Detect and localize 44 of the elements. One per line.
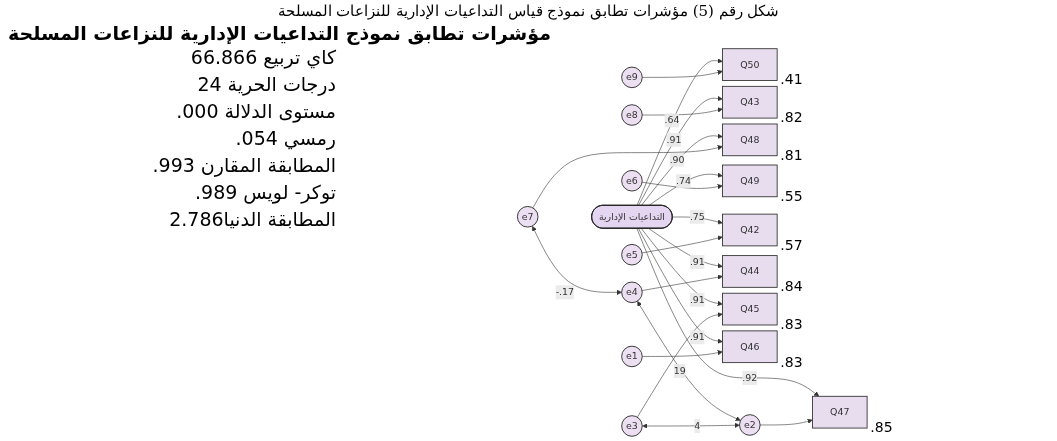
figure-title: شكل رقم (5) مؤشرات تطابق نموذج قياس التداعيات الإدارية للنزاعات المسلحة — [276, 1, 781, 22]
fit-index: كاي تربيع 66.866 — [189, 45, 336, 71]
coefficient-label: .83 — [779, 354, 804, 370]
node-circle: e8 — [621, 104, 643, 126]
fit-index: مستوى الدلالة 000. — [175, 99, 336, 125]
node-box: Q47 — [812, 395, 868, 429]
node-box: Q45 — [722, 292, 778, 326]
coefficient-label: .57 — [779, 237, 804, 253]
edge-label: .75 — [690, 210, 706, 223]
edge-label: .91 — [690, 331, 706, 343]
node-circle: e7 — [517, 206, 539, 228]
edge-label: .91 — [690, 256, 706, 268]
chart-heading: مؤشرات تطابق نموذج التداعيات الإدارية للنزاعات المسلحة — [8, 22, 551, 44]
edge-label: .91 — [666, 133, 682, 146]
node-box: Q49 — [722, 164, 778, 198]
node-circle: e1 — [621, 345, 643, 368]
edge-label: 4 — [694, 420, 701, 432]
node-circle: e3 — [621, 415, 643, 437]
fit-index: رمسي 054. — [234, 126, 336, 152]
node-circle: e5 — [621, 243, 643, 266]
edge-label: .92 — [742, 372, 758, 384]
node-circle: e6 — [621, 170, 643, 192]
fit-index: توكر- لويس 989. — [194, 180, 336, 206]
edge-label: -.17 — [555, 286, 575, 298]
edge-label: .64 — [664, 114, 680, 126]
node-box: Q42 — [722, 213, 778, 247]
node-circle: e9 — [621, 66, 643, 89]
node-box: Q44 — [722, 255, 778, 288]
node-box: Q46 — [722, 330, 778, 364]
node-box: Q50 — [722, 48, 778, 81]
node-box: Q48 — [722, 123, 778, 157]
coefficient-label: .81 — [779, 147, 804, 163]
edge-label: .90 — [669, 153, 685, 166]
edge-label: 19 — [673, 365, 686, 377]
fit-index: المطابقة الدنيا2.786 — [168, 207, 336, 232]
fit-index: المطابقة المقارن 993. — [151, 153, 336, 179]
edge-label: .74 — [676, 175, 692, 187]
fit-index: درجات الحرية 24 — [196, 72, 336, 98]
edge-label: .91 — [690, 293, 706, 305]
coefficient-label: .83 — [779, 317, 804, 332]
node-box: Q43 — [722, 85, 778, 119]
node-circle: e4 — [621, 281, 643, 304]
node-circle: e2 — [739, 414, 761, 436]
coefficient-label: .55 — [779, 188, 804, 204]
